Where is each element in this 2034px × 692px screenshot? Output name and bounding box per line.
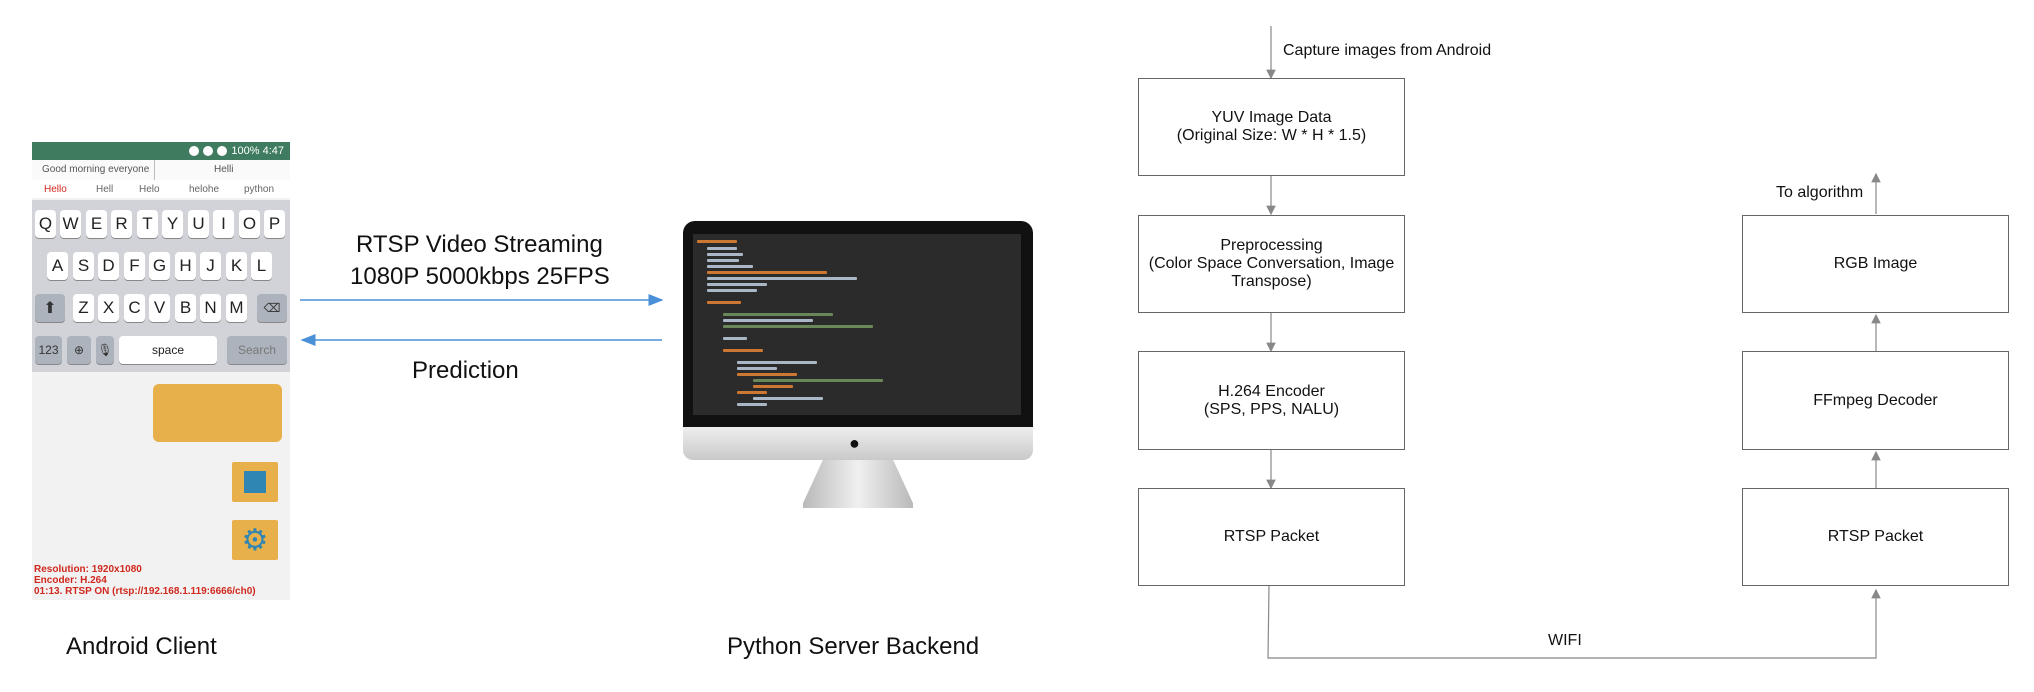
key-q[interactable]: Q bbox=[35, 210, 56, 238]
status-bar: 100% 4:47 bbox=[32, 142, 290, 160]
monitor-chin: ● bbox=[683, 427, 1033, 460]
code-editor-screen bbox=[693, 234, 1021, 415]
yuv-size: (Original Size: W * H * 1.5) bbox=[1176, 127, 1367, 144]
key-w[interactable]: W bbox=[60, 210, 81, 238]
notification-icon bbox=[203, 146, 214, 156]
key-y[interactable]: Y bbox=[162, 210, 183, 238]
h264-encoder-box: H.264 Encoder (SPS, PPS, NALU) bbox=[1138, 351, 1405, 450]
rgb-image-box: RGB Image bbox=[1742, 215, 2009, 313]
key-v[interactable]: V bbox=[149, 294, 170, 322]
numbers-key[interactable]: 123 bbox=[35, 336, 62, 364]
android-phone-screenshot: 100% 4:47 Good morning everyone Helli He… bbox=[32, 142, 290, 600]
preprocessing-title: Preprocessing bbox=[1220, 237, 1323, 254]
key-u[interactable]: U bbox=[188, 210, 209, 238]
key-o[interactable]: O bbox=[239, 210, 260, 238]
key-e[interactable]: E bbox=[86, 210, 107, 238]
backspace-key[interactable]: ⌫ bbox=[257, 294, 287, 322]
resolution-text: Resolution: 1920x1080 bbox=[34, 564, 142, 575]
key-c[interactable]: C bbox=[124, 294, 145, 322]
encoder-title: H.264 Encoder bbox=[1218, 382, 1325, 400]
android-client-caption: Android Client bbox=[66, 633, 217, 660]
apple-logo-icon: ● bbox=[849, 433, 860, 453]
notification-icon bbox=[217, 146, 228, 156]
suggestion-bar: Hello Hell Helo helohe python bbox=[32, 180, 290, 198]
streaming-label: RTSP Video Streaming bbox=[356, 231, 603, 258]
key-r[interactable]: R bbox=[111, 210, 132, 238]
key-t[interactable]: T bbox=[137, 210, 158, 238]
rtsp-packet-box-right: RTSP Packet bbox=[1742, 488, 2009, 586]
search-key[interactable]: Search bbox=[227, 336, 287, 364]
wifi-connector bbox=[1267, 585, 1881, 659]
encoder-detail: (SPS, PPS, NALU) bbox=[1203, 400, 1340, 418]
key-j[interactable]: J bbox=[200, 252, 221, 280]
space-key[interactable]: space bbox=[119, 336, 217, 364]
stop-button[interactable] bbox=[232, 462, 278, 502]
prediction-label: Prediction bbox=[412, 357, 519, 384]
key-a[interactable]: A bbox=[47, 252, 68, 280]
python-backend-caption: Python Server Backend bbox=[727, 633, 980, 660]
key-z[interactable]: Z bbox=[73, 294, 94, 322]
key-l[interactable]: L bbox=[251, 252, 272, 280]
suggestion-item[interactable]: Hell bbox=[96, 184, 114, 195]
microphone-icon[interactable]: 🎙 bbox=[96, 336, 114, 364]
suggestion-item[interactable]: Hello bbox=[44, 184, 67, 195]
yuv-title: YUV Image Data bbox=[1211, 109, 1332, 126]
globe-icon[interactable]: ⊕ bbox=[67, 336, 91, 364]
key-g[interactable]: G bbox=[149, 252, 170, 280]
suggestion-item[interactable]: Good morning everyone bbox=[42, 164, 150, 175]
notification-icon bbox=[189, 146, 200, 156]
rtsp-packet-box-left: RTSP Packet bbox=[1138, 488, 1405, 586]
key-n[interactable]: N bbox=[200, 294, 221, 322]
suggestion-item[interactable]: helohe bbox=[189, 184, 220, 195]
rtsp-status-text: 01:13. RTSP ON (rtsp://192.168.1.119:666… bbox=[34, 586, 256, 597]
key-d[interactable]: D bbox=[98, 252, 119, 280]
capture-label: Capture images from Android bbox=[1283, 42, 1492, 59]
to-algorithm-label: To algorithm bbox=[1776, 184, 1864, 201]
encoder-text: Encoder: H.264 bbox=[34, 575, 107, 586]
suggestion-item[interactable]: Helli bbox=[214, 164, 234, 175]
gear-icon: ⚙ bbox=[241, 523, 269, 557]
key-i[interactable]: I bbox=[213, 210, 234, 238]
key-f[interactable]: F bbox=[124, 252, 145, 280]
preprocessing-detail: (Color Space Conversation, Image bbox=[1148, 255, 1395, 272]
key-b[interactable]: B bbox=[175, 294, 196, 322]
key-k[interactable]: K bbox=[226, 252, 247, 280]
monitor-stand bbox=[803, 460, 913, 508]
suggestion-item[interactable]: python bbox=[244, 184, 275, 195]
key-p[interactable]: P bbox=[264, 210, 285, 238]
wifi-label: WIFI bbox=[1548, 632, 1582, 649]
suggestion-item[interactable]: Helo bbox=[139, 184, 160, 195]
yuv-image-box: YUV Image Data (Original Size: W * H * 1… bbox=[1138, 78, 1405, 176]
stream-info: Resolution: 1920x1080 Encoder: H.264 01:… bbox=[34, 564, 256, 597]
action-button[interactable] bbox=[153, 384, 282, 442]
preprocessing-box: Preprocessing (Color Space Conversation,… bbox=[1138, 215, 1405, 313]
streaming-spec-label: 1080P 5000kbps 25FPS bbox=[350, 263, 610, 290]
settings-button[interactable]: ⚙ bbox=[232, 520, 278, 560]
shift-key[interactable]: ⬆ bbox=[35, 294, 65, 322]
key-m[interactable]: M bbox=[226, 294, 247, 322]
key-h[interactable]: H bbox=[175, 252, 196, 280]
keyboard: Q W E R T Y U I O P A S D F G H J K L ⬆ … bbox=[32, 200, 290, 372]
key-s[interactable]: S bbox=[73, 252, 94, 280]
key-x[interactable]: X bbox=[98, 294, 119, 322]
status-text: 100% 4:47 bbox=[231, 145, 284, 157]
preprocessing-detail-2: Transpose) bbox=[1231, 273, 1312, 290]
ffmpeg-decoder-box: FFmpeg Decoder bbox=[1742, 351, 2009, 450]
stop-icon bbox=[244, 471, 266, 493]
